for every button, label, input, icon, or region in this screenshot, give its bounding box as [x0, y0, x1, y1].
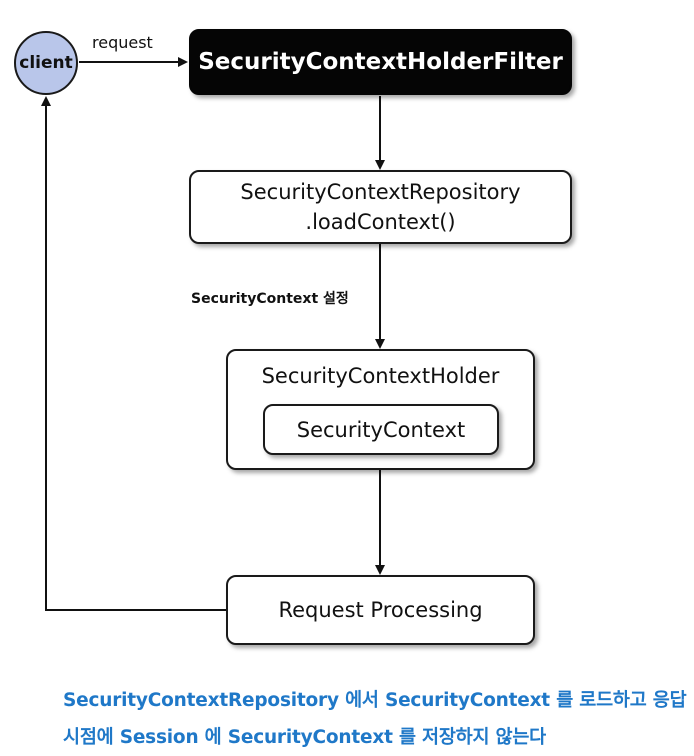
filter-node: SecurityContextHolderFilter	[189, 29, 572, 95]
caption-line2: 시점에 Session 에 SecurityContext 를 저장하지 않는다	[63, 727, 547, 748]
context-node: SecurityContext	[263, 404, 499, 455]
repository-label-line1: SecurityContextRepository	[240, 180, 521, 204]
repository-label-line2: .loadContext()	[305, 210, 456, 234]
repository-node: SecurityContextRepository .loadContext()	[189, 170, 572, 244]
caption-line1: SecurityContextRepository 에서 SecurityCon…	[63, 690, 687, 711]
processing-node: Request Processing	[226, 575, 535, 645]
client-node: client	[14, 31, 78, 95]
set-context-label: SecurityContext 설정	[191, 291, 349, 307]
filter-label: SecurityContextHolderFilter	[198, 49, 563, 75]
context-label: SecurityContext	[296, 417, 466, 442]
holder-label: SecurityContextHolder	[261, 364, 500, 388]
processing-label: Request Processing	[278, 598, 483, 622]
response-return-arrow	[41, 96, 226, 611]
request-label: request	[92, 33, 153, 52]
client-label: client	[19, 53, 73, 73]
